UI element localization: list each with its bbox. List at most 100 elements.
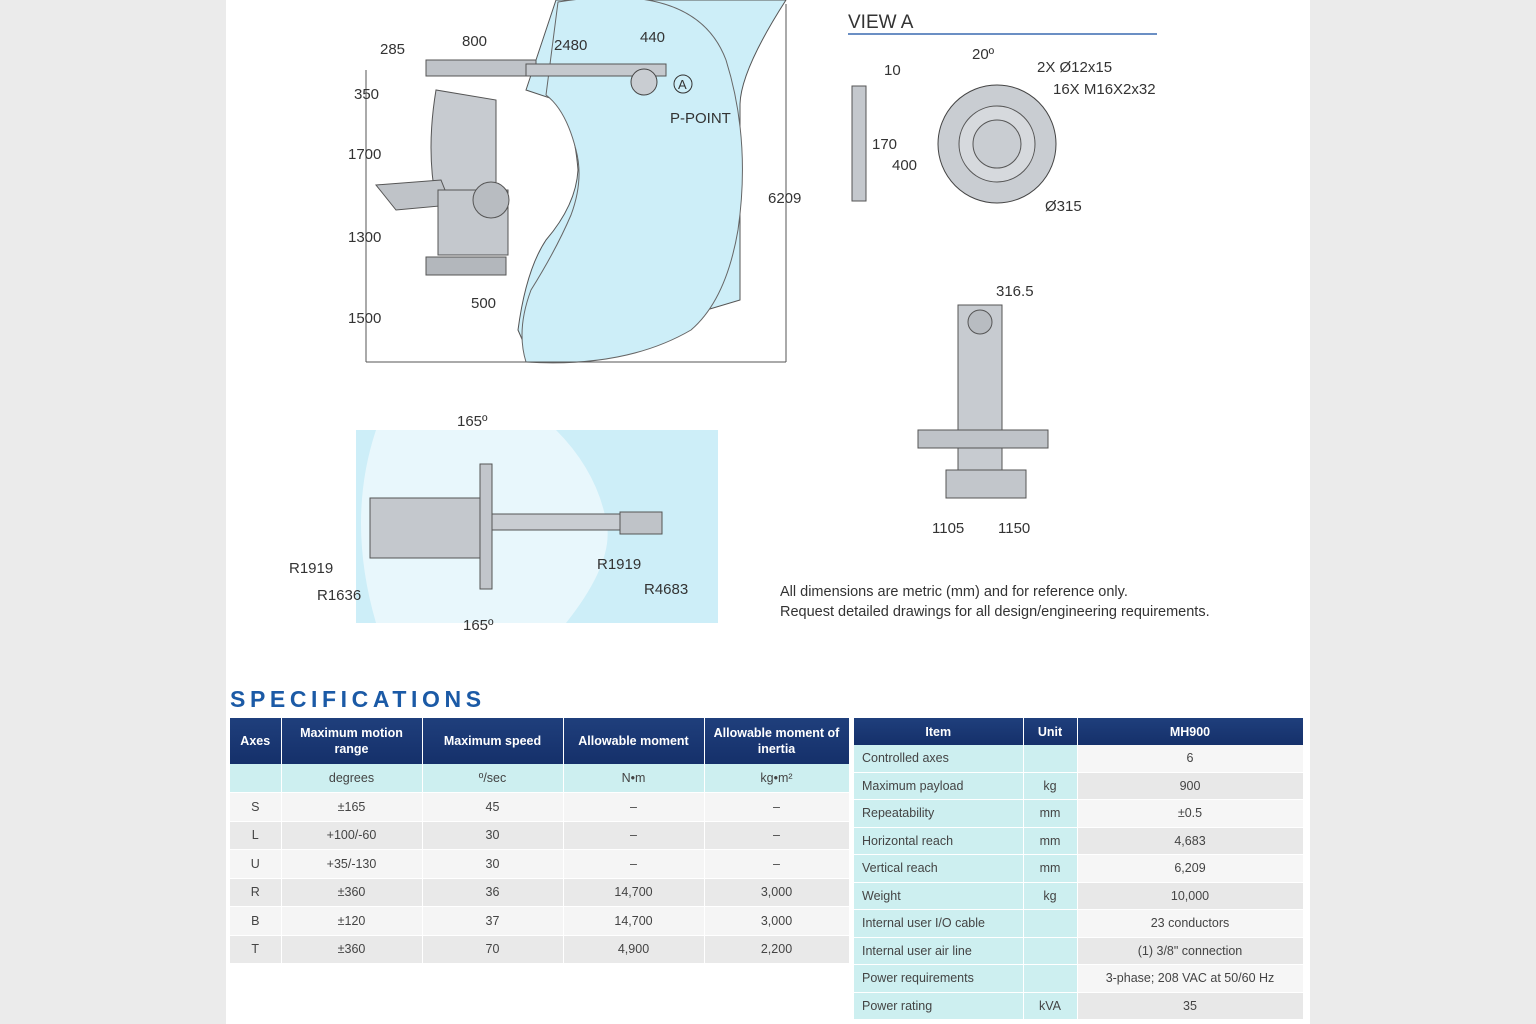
view-a-marker-circle	[673, 74, 693, 94]
unit-cell: kg•m²	[704, 764, 850, 793]
table-cell: 37	[422, 906, 564, 936]
dim-316-5: 316.5	[996, 283, 1034, 300]
header-moment-inertia: Allowable moment of inertia	[704, 718, 850, 764]
dim-400: 400	[892, 157, 917, 174]
radius-r1919-left: R1919	[289, 560, 333, 577]
table-cell: 35	[1077, 992, 1304, 1020]
table-cell: kVA	[1023, 992, 1078, 1020]
table-cell: Power rating	[854, 992, 1024, 1020]
dim-bolt-holes: 2X Ø12x15	[1037, 59, 1112, 76]
dim-800: 800	[462, 33, 487, 50]
table-cell: 23 conductors	[1077, 909, 1304, 938]
table-cell: Power requirements	[854, 964, 1024, 993]
header-axes: Axes	[230, 718, 282, 764]
table-cell: –	[704, 792, 850, 822]
table-cell: 4,900	[563, 935, 705, 964]
axes-spec-table: Axes Maximum motion range Maximum speed …	[230, 718, 850, 964]
table-cell: Weight	[854, 882, 1024, 910]
note-line-1: All dimensions are metric (mm) and for r…	[780, 584, 1128, 600]
header-item: Item	[854, 718, 1024, 745]
spec-sheet-page: 285 800 2480 440 350 1700 1300 1500 500 …	[226, 0, 1310, 1024]
header-allowable-moment: Allowable moment	[563, 718, 705, 764]
table-row: Internal user I/O cable 23 conductors	[854, 909, 1304, 938]
radius-r1636: R1636	[317, 587, 361, 604]
table-cell: B	[230, 906, 282, 936]
unit-cell: º/sec	[422, 764, 564, 793]
table-cell: 10,000	[1077, 882, 1304, 910]
table-cell: 6,209	[1077, 854, 1304, 883]
view-a-drawing: VIEW A 10 170 400 20º 2X Ø12x15 16X M16X…	[848, 12, 1157, 215]
table-cell: ±0.5	[1077, 799, 1304, 828]
table-cell	[1023, 937, 1078, 965]
header-motion-range: Maximum motion range	[281, 718, 423, 764]
dim-1700: 1700	[348, 146, 381, 163]
dimension-note: All dimensions are metric (mm) and for r…	[780, 582, 1210, 622]
units-row: degrees º/sec N•m kg•m²	[230, 764, 850, 793]
radius-r4683: R4683	[644, 581, 688, 598]
table-cell: mm	[1023, 827, 1078, 855]
item-table-header: Item Unit MH900	[854, 718, 1304, 745]
table-cell: kg	[1023, 882, 1078, 910]
table-cell: +100/-60	[281, 821, 423, 850]
unit-cell: degrees	[281, 764, 423, 793]
table-cell: (1) 3/8" connection	[1077, 937, 1304, 965]
note-line-2: Request detailed drawings for all design…	[780, 604, 1210, 620]
table-cell: Repeatability	[854, 799, 1024, 828]
dim-440: 440	[640, 29, 665, 46]
top-view-drawing: 165º 165º R1919 R1636 R1919 R4683	[289, 413, 718, 634]
dim-threads: 16X M16X2x32	[1053, 81, 1156, 98]
table-cell: –	[563, 849, 705, 879]
header-unit: Unit	[1023, 718, 1078, 745]
header-model: MH900	[1077, 718, 1304, 745]
table-cell: 36	[422, 878, 564, 907]
table-cell: kg	[1023, 772, 1078, 800]
table-cell: T	[230, 935, 282, 964]
table-cell: 3,000	[704, 906, 850, 936]
table-cell: Controlled axes	[854, 745, 1024, 773]
dim-10: 10	[884, 62, 901, 79]
axes-table-header: Axes Maximum motion range Maximum speed …	[230, 718, 850, 764]
table-cell: –	[704, 849, 850, 879]
table-cell: U	[230, 849, 282, 879]
table-cell: Horizontal reach	[854, 827, 1024, 855]
table-cell: –	[704, 821, 850, 850]
table-cell: 70	[422, 935, 564, 964]
table-cell: 14,700	[563, 906, 705, 936]
angle-top: 165º	[457, 413, 488, 430]
table-cell: 4,683	[1077, 827, 1304, 855]
dim-20-deg: 20º	[972, 46, 995, 63]
table-cell: Maximum payload	[854, 772, 1024, 800]
dim-1150: 1150	[998, 520, 1030, 537]
table-cell	[1023, 964, 1078, 993]
table-cell: 45	[422, 792, 564, 822]
side-view-drawing: 285 800 2480 440 350 1700 1300 1500 500 …	[348, 0, 801, 364]
table-row: Internal user air line (1) 3/8" connectio…	[854, 937, 1304, 965]
table-cell: L	[230, 821, 282, 850]
dim-diameter-315: Ø315	[1045, 198, 1082, 215]
table-cell	[1023, 909, 1078, 938]
table-cell: Internal user air line	[854, 937, 1024, 965]
table-cell: 30	[422, 849, 564, 879]
unit-cell	[230, 764, 282, 793]
dim-500: 500	[471, 295, 496, 312]
table-cell: +35/-130	[281, 849, 423, 879]
table-cell: 2,200	[704, 935, 850, 964]
table-cell: Internal user I/O cable	[854, 909, 1024, 938]
table-cell: R	[230, 878, 282, 907]
table-cell: Vertical reach	[854, 854, 1024, 883]
angle-bottom: 165º	[463, 617, 494, 634]
p-point-label: P-POINT	[670, 110, 731, 127]
table-cell: 3,000	[704, 878, 850, 907]
table-cell: mm	[1023, 854, 1078, 883]
